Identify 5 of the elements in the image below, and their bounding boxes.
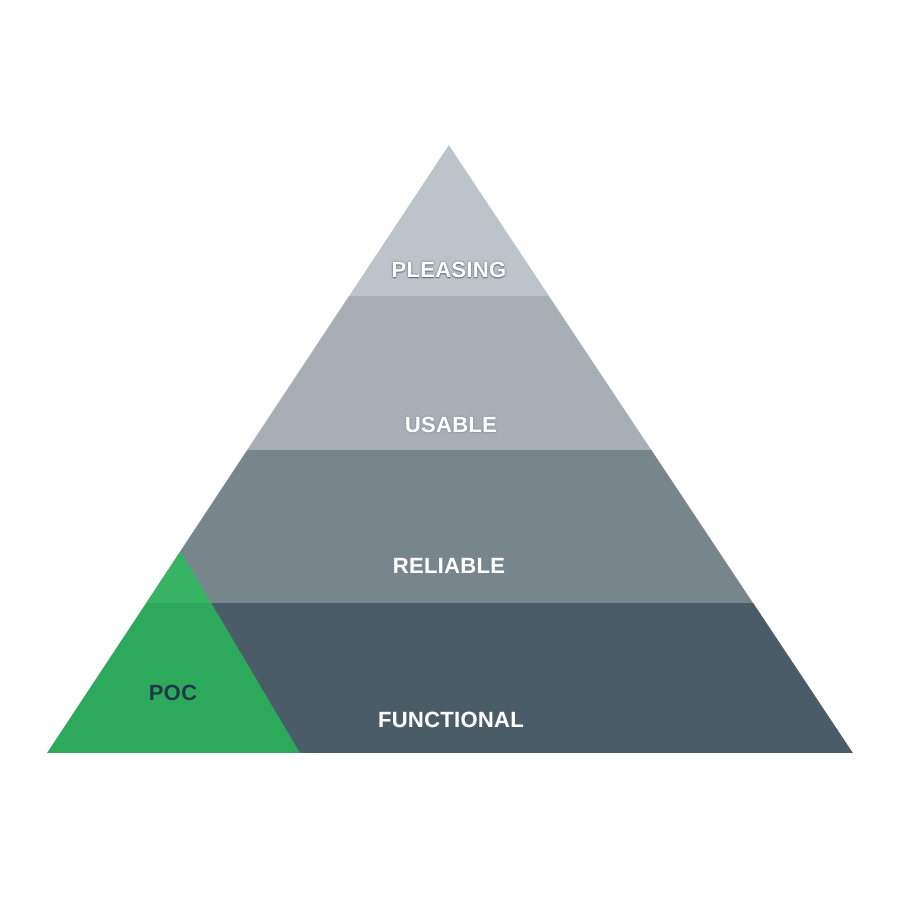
tier-label: RELIABLE xyxy=(392,554,506,578)
tier-label: FUNCTIONAL xyxy=(378,708,524,732)
tier-label: PLEASING xyxy=(392,258,506,282)
tier-label: USABLE xyxy=(404,413,498,437)
triangle-label: POC xyxy=(148,681,198,705)
